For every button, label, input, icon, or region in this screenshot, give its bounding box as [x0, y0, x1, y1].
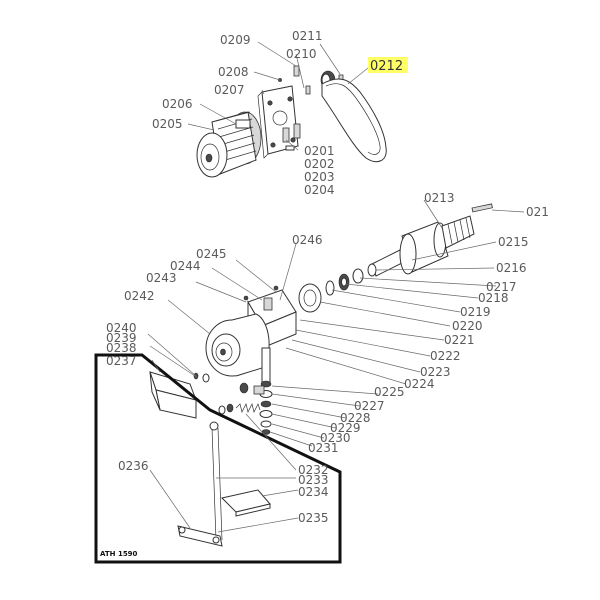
label-0244: 0244 [170, 259, 201, 273]
motor [196, 111, 262, 178]
bearing-set [298, 268, 364, 313]
label-0211: 0211 [292, 29, 323, 43]
detail-frame [94, 353, 342, 564]
label-0207: 0207 [214, 83, 245, 97]
label-0242: 0242 [124, 289, 155, 303]
label-0218: 0218 [478, 291, 509, 305]
drawing-tag: ATH 1590 [100, 550, 138, 558]
label-0231: 0231 [308, 441, 339, 455]
label-0219: 0219 [460, 305, 491, 319]
label-0210: 0210 [286, 47, 317, 61]
bracket-bolts [282, 123, 301, 151]
leader-lines [147, 41, 525, 533]
label-0205: 0205 [152, 117, 183, 131]
label-0215: 0215 [498, 235, 529, 249]
rest-bracket [149, 371, 210, 419]
label-0236: 0236 [118, 459, 149, 473]
label-0227: 0227 [354, 399, 385, 413]
label-0220: 0220 [452, 319, 483, 333]
label-0223: 0223 [420, 365, 451, 379]
label-0243: 0243 [146, 271, 177, 285]
label-0240: 0240 [106, 321, 137, 335]
part-labels: 0209 0211 0210 0208 0207 0206 0205 0201 … [100, 29, 549, 558]
top-screws [278, 65, 311, 95]
spring-set [218, 382, 261, 415]
label-0222: 0222 [430, 349, 461, 363]
label-0246: 0246 [292, 233, 323, 247]
label-0202: 0202 [304, 157, 335, 171]
label-0230: 0230 [320, 431, 351, 445]
label-0225: 0225 [374, 385, 405, 399]
motor-assembly [196, 65, 387, 178]
label-0224: 0224 [404, 377, 435, 391]
label-0228: 0228 [340, 411, 371, 425]
label-0237: 0237 [106, 354, 137, 368]
label-0216: 0216 [496, 261, 527, 275]
label-0201: 0201 [304, 144, 335, 158]
label-0229: 0229 [330, 421, 361, 435]
label-0235: 0235 [298, 511, 329, 525]
label-0238: 0238 [106, 341, 137, 355]
label-0212-highlighted: 0212 [370, 59, 403, 74]
label-0213: 0213 [424, 191, 455, 205]
label-0232: 0232 [298, 463, 329, 477]
label-021: 021 [526, 205, 549, 219]
label-0209: 0209 [220, 33, 251, 47]
support-rod [209, 421, 223, 541]
label-0221: 0221 [444, 333, 475, 347]
base-plate [221, 489, 271, 517]
spindle [367, 203, 493, 277]
label-0233: 0233 [298, 473, 329, 487]
base-link [177, 525, 223, 547]
drive-belt [321, 78, 387, 163]
lower-assembly [149, 371, 271, 547]
grinding-wheel [205, 313, 270, 377]
label-0206: 0206 [162, 97, 193, 111]
label-0208: 0208 [218, 65, 249, 79]
label-0239: 0239 [106, 331, 137, 345]
label-0204: 0204 [304, 183, 335, 197]
label-0203: 0203 [304, 170, 335, 184]
label-0217: 0217 [486, 280, 517, 294]
spindle-assembly [205, 203, 493, 435]
highlight-box [368, 57, 408, 73]
label-0234: 0234 [298, 485, 329, 499]
label-0245: 0245 [196, 247, 227, 261]
